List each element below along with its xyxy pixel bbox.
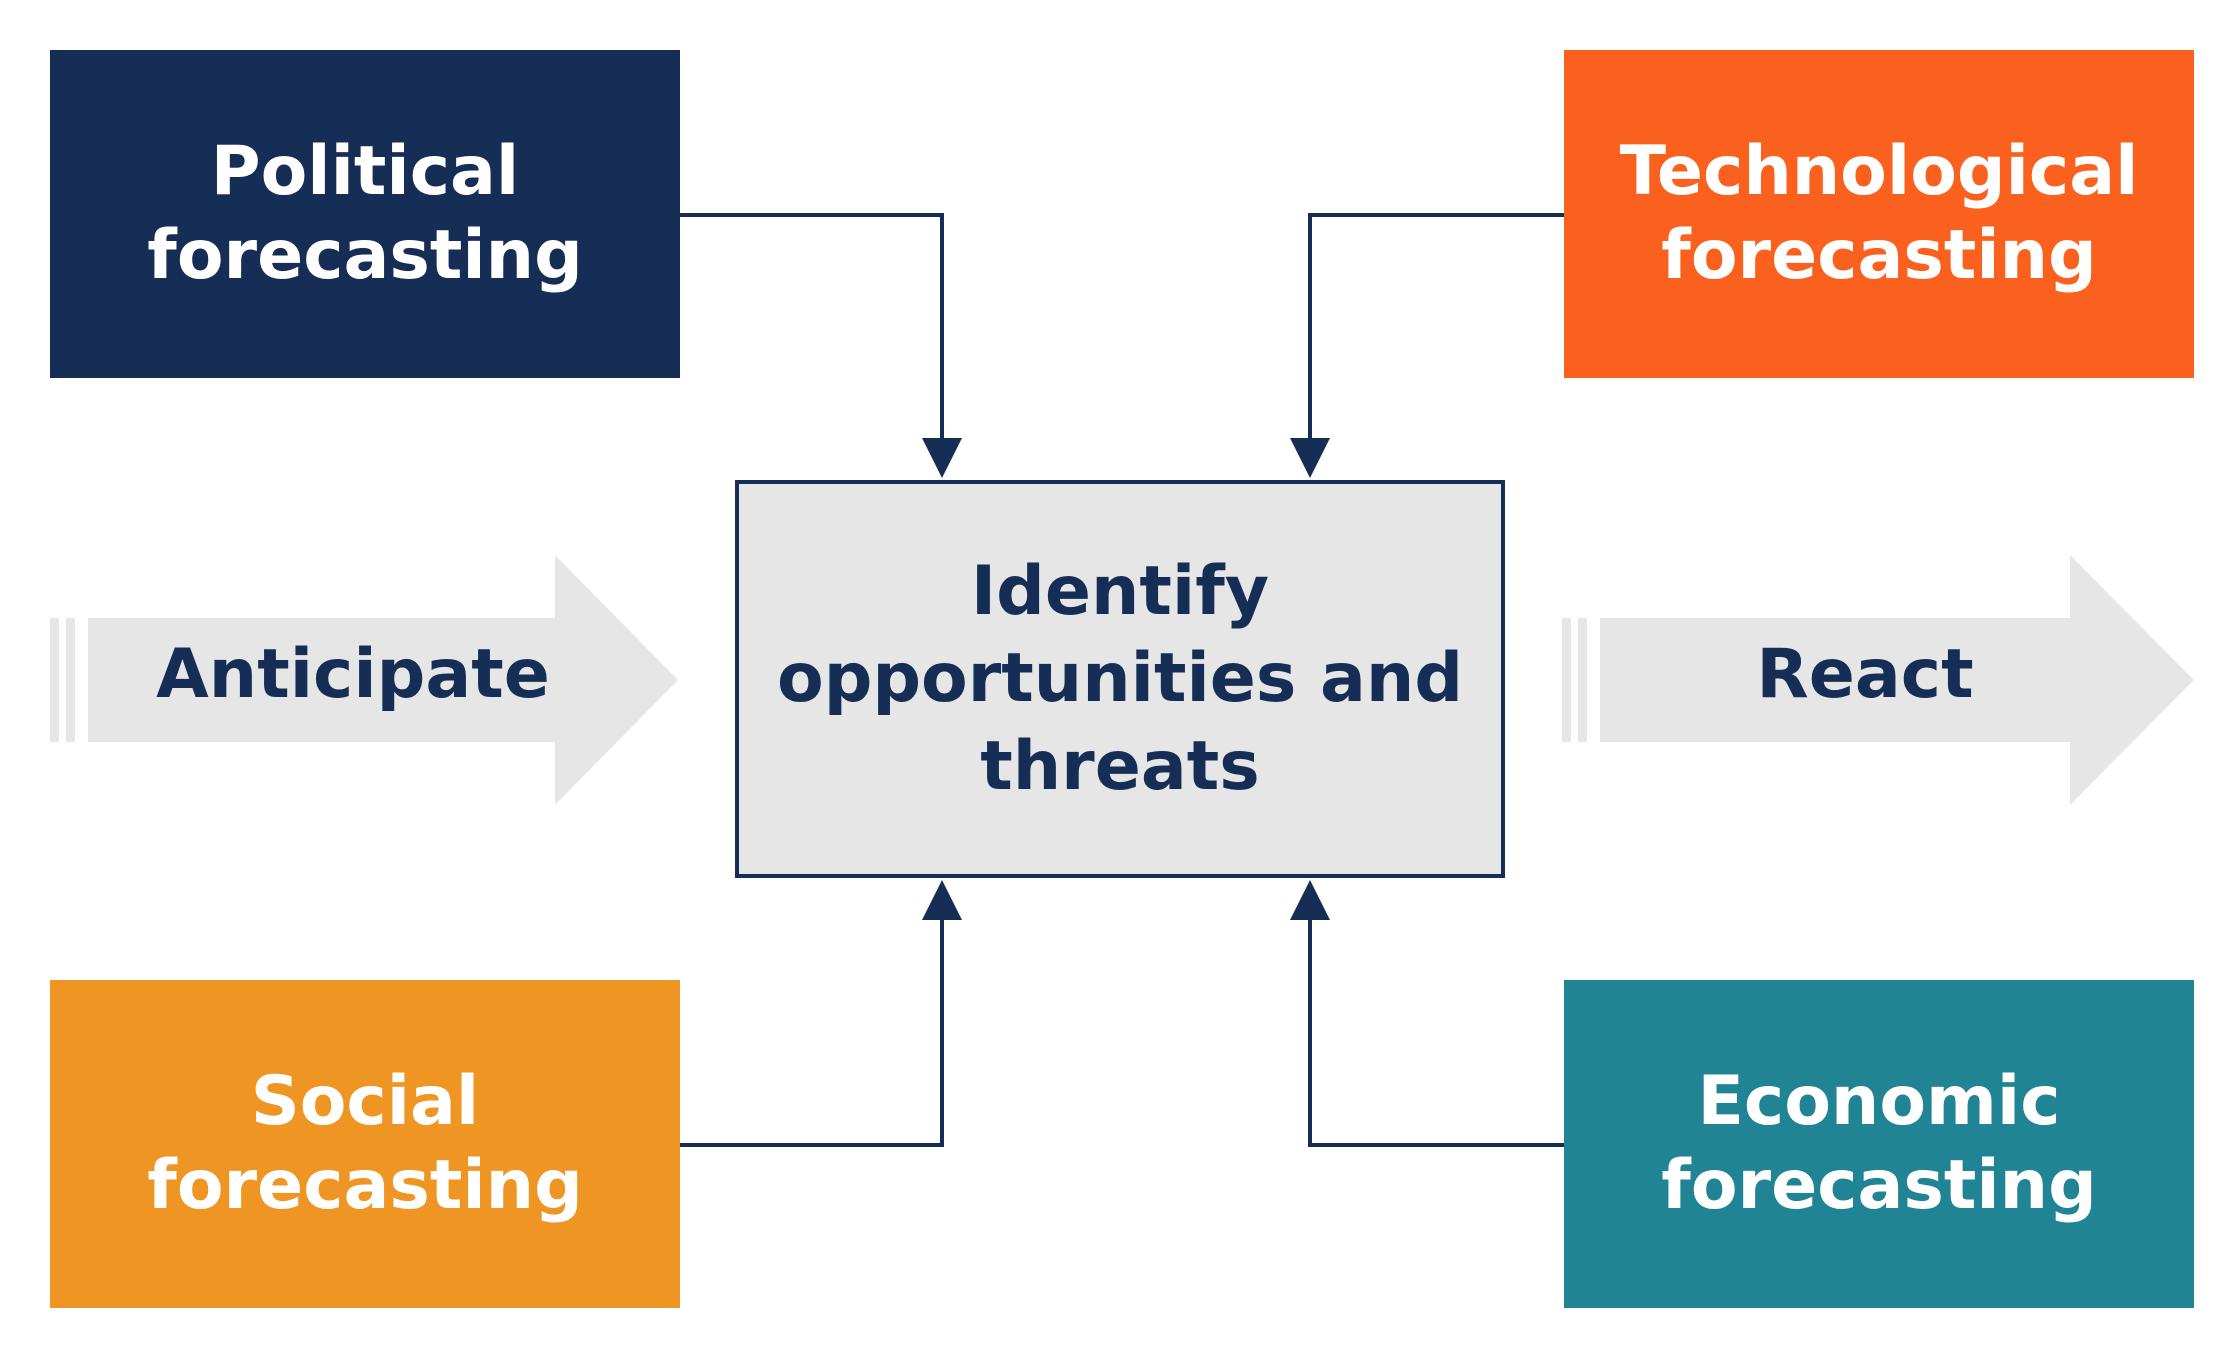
economic-forecasting-label: Economic forecasting <box>1661 1061 2097 1225</box>
flow-stripe <box>1562 618 1571 742</box>
social-forecasting-box: Social forecasting <box>50 980 680 1308</box>
flow-arrow-shape <box>1600 555 2194 805</box>
connector-social-to-center <box>680 880 962 1147</box>
technological-forecasting-box: Technological forecasting <box>1564 50 2194 378</box>
connector-technological-to-center <box>1290 213 1564 478</box>
anticipate-flow-arrow <box>50 555 678 805</box>
political-forecasting-label: Political forecasting <box>147 131 583 295</box>
social-forecasting-label: Social forecasting <box>147 1061 583 1225</box>
flow-stripe <box>66 618 75 742</box>
connector-economic-to-center <box>1290 880 1564 1147</box>
technological-forecasting-label: Technological forecasting <box>1619 131 2139 295</box>
flow-arrow-shape <box>88 555 678 805</box>
react-flow-arrow <box>1562 555 2194 805</box>
economic-forecasting-box: Economic forecasting <box>1564 980 2194 1308</box>
connector-political-to-center <box>680 213 962 478</box>
identify-opportunities-box: Identify opportunities and threats <box>735 480 1505 878</box>
flow-stripe <box>1578 618 1587 742</box>
flow-stripe <box>50 618 59 742</box>
political-forecasting-box: Political forecasting <box>50 50 680 378</box>
anticipate-label: Anticipate <box>156 635 550 714</box>
react-label: React <box>1756 635 1974 714</box>
identify-opportunities-label: Identify opportunities and threats <box>776 552 1463 806</box>
